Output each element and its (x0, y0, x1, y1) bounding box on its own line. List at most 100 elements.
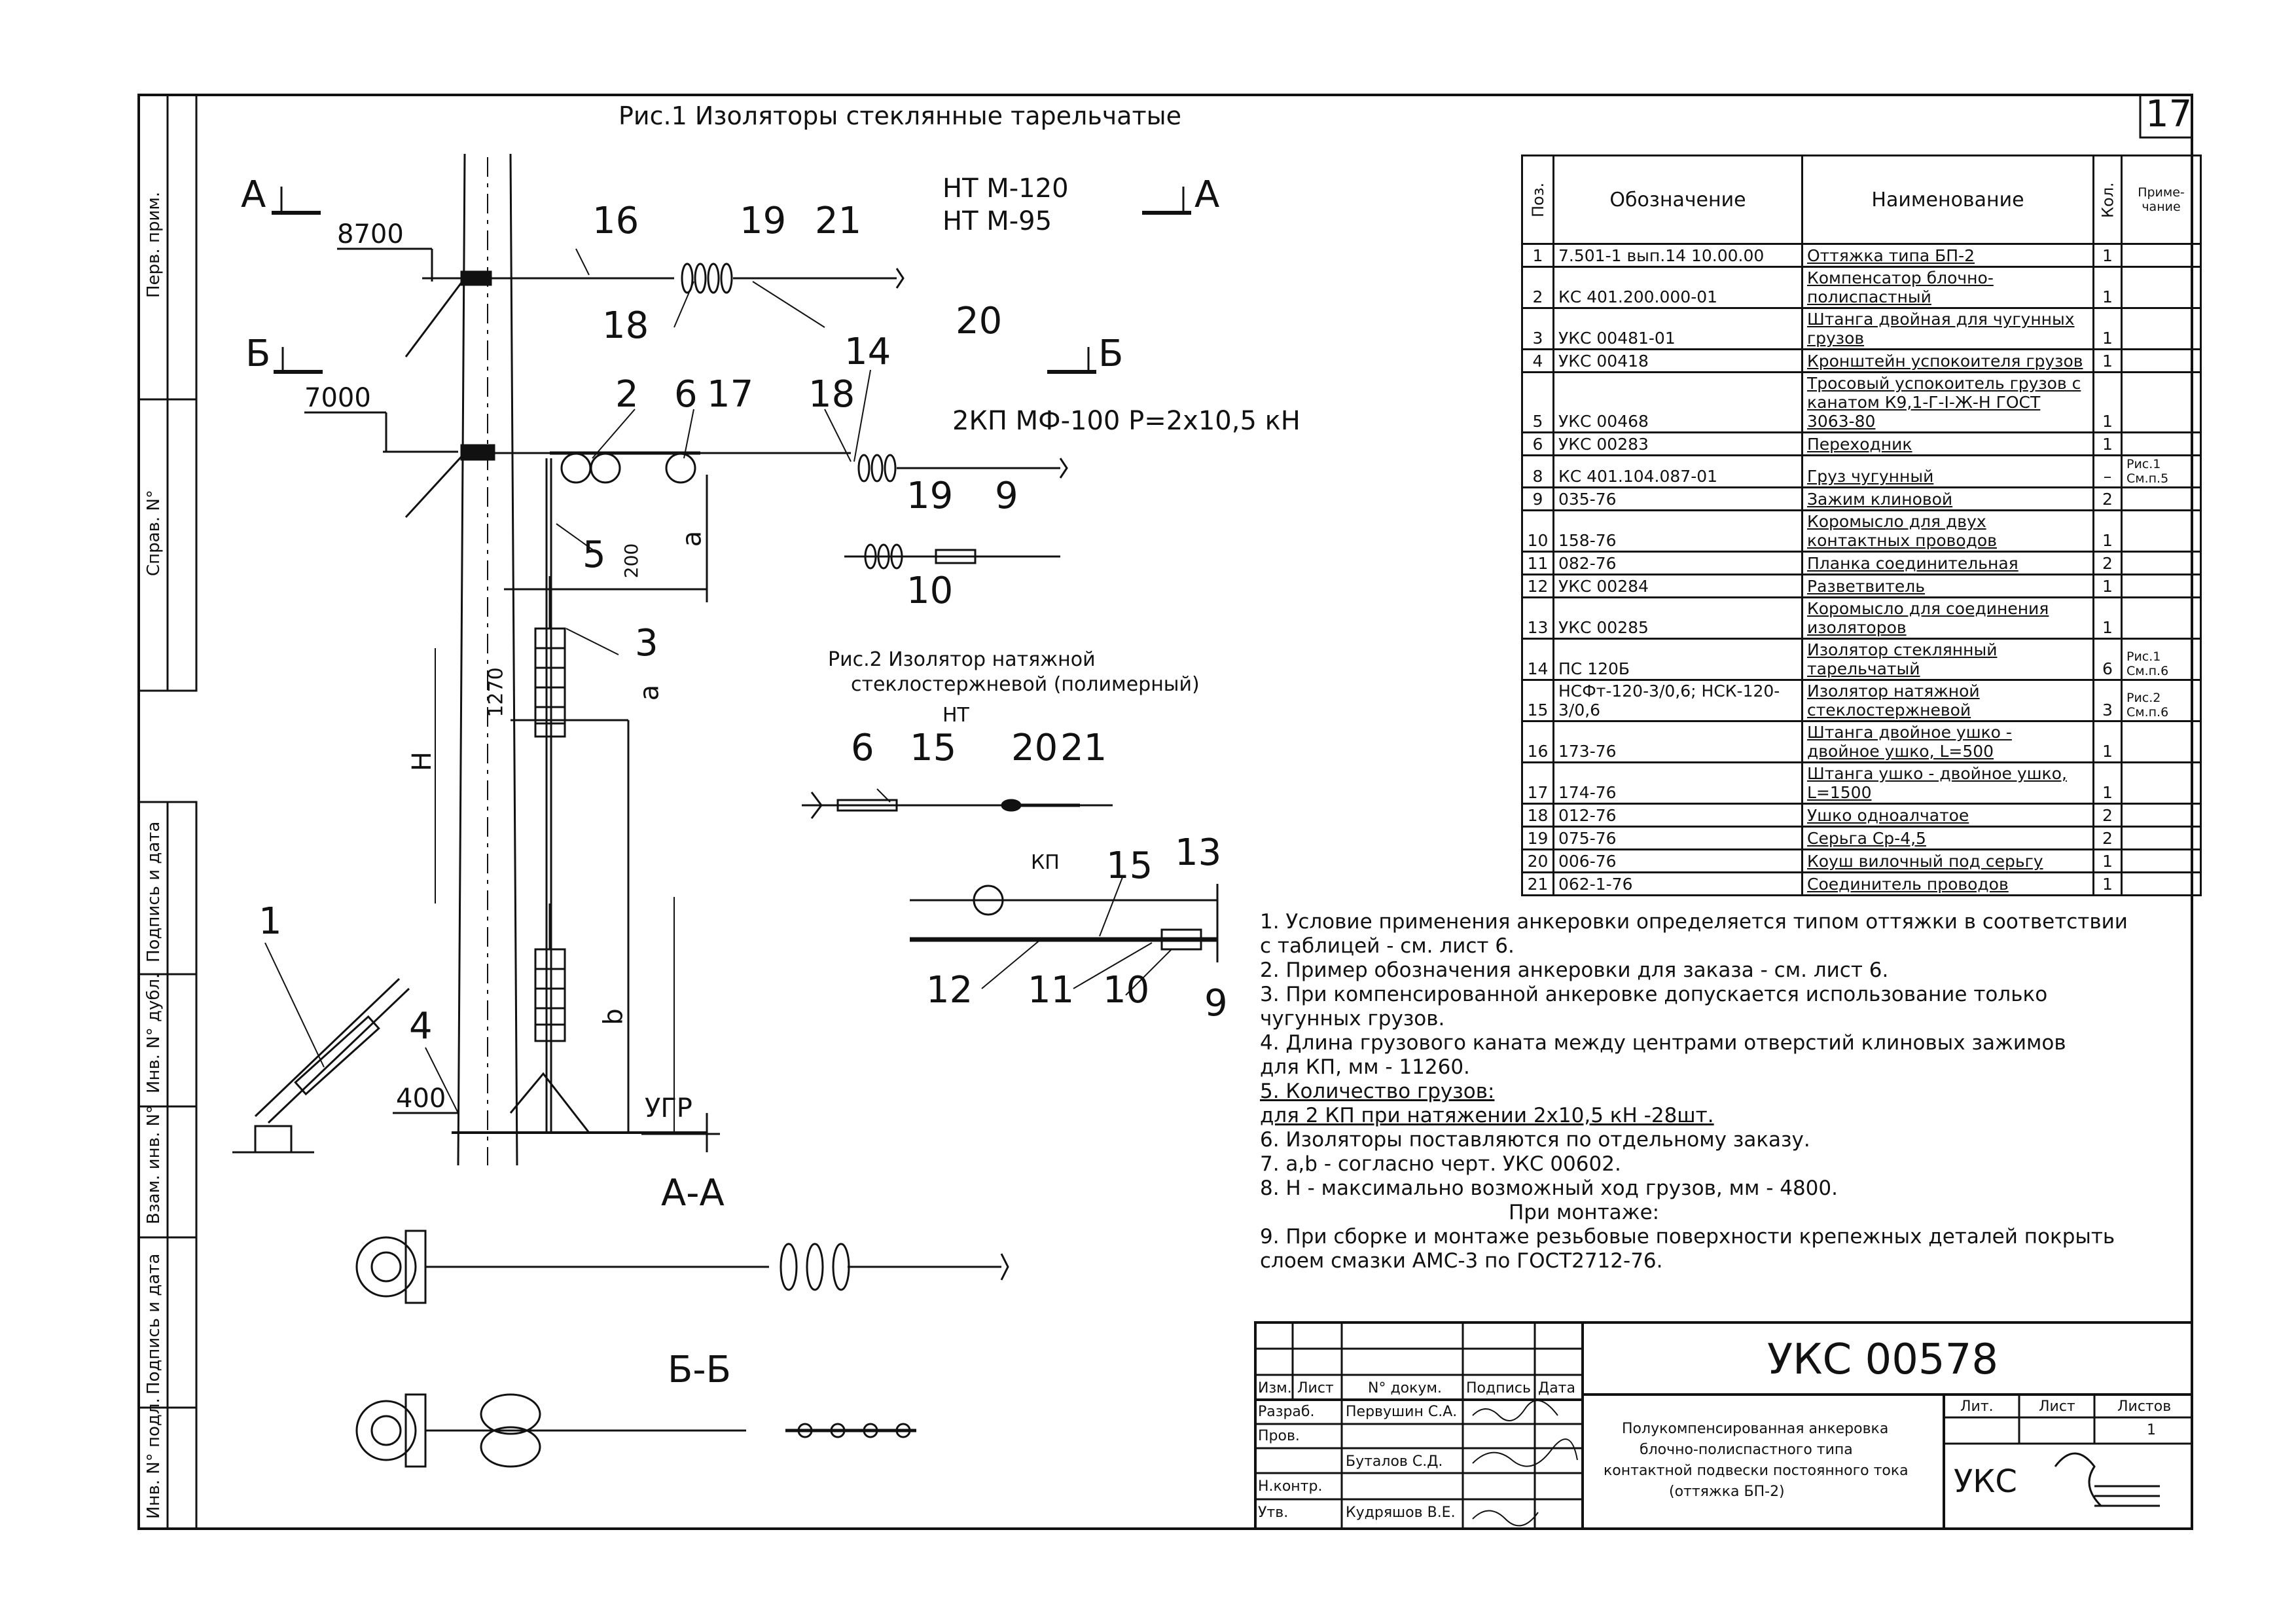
callout-11: 11 (1028, 969, 1075, 1012)
spec-cell-designation: КС 401.200.000-01 (1552, 266, 1803, 309)
tb-col-doc: N° докум. (1368, 1380, 1443, 1396)
spec-cell-designation: УКС 00284 (1552, 574, 1803, 598)
callout-12: 12 (926, 969, 973, 1012)
spec-cell-pos: 20 (1521, 848, 1554, 873)
spec-header-name: Наименование (1801, 155, 2094, 245)
spec-cell-qty: 6 (2092, 638, 2123, 681)
tb-sheets-value: 1 (2147, 1422, 2156, 1438)
spec-cell-designation: УКС 00283 (1552, 431, 1803, 456)
section-mark-b-right: Б (1098, 333, 1124, 375)
tb-sheets-header: Листов (2117, 1398, 2172, 1415)
note-line-heading: При монтаже: (1509, 1201, 1660, 1224)
callout-21: 21 (815, 200, 862, 242)
spec-cell-name: Ушко одноалчатое (1801, 803, 2094, 828)
side-label-perv-prim: Перв. прим. (144, 191, 164, 298)
spec-cell-note: Рис.2 См.п.6 (2121, 679, 2202, 722)
spec-cell-qty: 2 (2092, 551, 2123, 575)
section-mark-b-left: Б (245, 333, 271, 375)
callout-16: 16 (592, 200, 639, 242)
dimension-h: Н (407, 751, 438, 772)
spec-cell-designation: 075-76 (1552, 826, 1803, 850)
tb-col-date: Дата (1538, 1380, 1575, 1396)
note-line: 7. а,b - согласно черт. УКС 00602. (1260, 1152, 1621, 1176)
spec-cell-qty: 1 (2092, 871, 2123, 896)
specification-table: Поз. Обозначение Наименование Кол. Приме… (1521, 155, 2202, 896)
callout-6-fig2: 6 (851, 727, 874, 769)
spec-cell-designation: 174-76 (1552, 761, 1803, 805)
spec-cell-note (2121, 596, 2202, 640)
tb-sheet-header: Лист (2039, 1398, 2075, 1415)
callout-15-fig2: 15 (910, 727, 957, 769)
figure1-title: Рис.1 Изоляторы стеклянные тарельчатые (619, 101, 1181, 130)
fig2-kp-label: КП (1031, 851, 1060, 874)
ground-label: УГР (645, 1093, 692, 1123)
spec-cell-designation: 035-76 (1552, 486, 1803, 511)
spec-cell-qty: 2 (2092, 803, 2123, 828)
spec-cell-name: Штанга двойное ушко - двойное ушко, L=50… (1801, 720, 2094, 763)
insulator-type-1: НТ М-120 (942, 173, 1069, 204)
spec-cell-note (2121, 871, 2202, 896)
spec-cell-pos: 3 (1521, 307, 1554, 350)
spec-cell-name: Изолятор натяжной стеклостержневой (1801, 679, 2094, 722)
callout-20: 20 (956, 300, 1003, 342)
callout-3: 3 (635, 622, 658, 665)
callout-10-kp: 10 (1103, 969, 1150, 1012)
spec-cell-pos: 10 (1521, 509, 1554, 553)
spec-cell-designation: 7.501-1 вып.14 10.00.00 (1552, 243, 1803, 268)
spec-cell-qty: 2 (2092, 486, 2123, 511)
spec-cell-name: Разветвитель (1801, 574, 2094, 598)
spec-cell-pos: 14 (1521, 638, 1554, 681)
spec-cell-note (2121, 243, 2202, 268)
fig1-detail-insulator (844, 543, 1060, 570)
spec-cell-qty: 1 (2092, 509, 2123, 553)
spec-cell-note (2121, 266, 2202, 309)
spec-cell-qty: 1 (2092, 243, 2123, 268)
spec-cell-pos: 17 (1521, 761, 1554, 805)
spec-cell-note (2121, 307, 2202, 350)
spec-cell-qty: 1 (2092, 574, 2123, 598)
dimension-1270: 1270 (484, 667, 508, 718)
spec-cell-designation: НСФт-120-3/0,6; НСК-120-3/0,6 (1552, 679, 1803, 722)
spec-cell-designation: УКС 00481-01 (1552, 307, 1803, 350)
side-label-vzam-inv: Взам. инв. N° (144, 1105, 164, 1224)
side-label-sign-date-1: Подпись и дата (144, 821, 164, 962)
spec-cell-note (2121, 348, 2202, 373)
compensator-line (404, 444, 1068, 1133)
spec-cell-designation: 006-76 (1552, 848, 1803, 873)
callout-13: 13 (1175, 831, 1222, 874)
spec-cell-name: Кронштейн успокоителя грузов (1801, 348, 2094, 373)
spec-cell-designation: ПС 120Б (1552, 638, 1803, 681)
spec-cell-designation: КС 401.104.087-01 (1552, 454, 1803, 488)
dimension-a2: а (634, 684, 665, 701)
spec-cell-name: Груз чугунный (1801, 454, 2094, 488)
tb-role-2: Пров. (1258, 1428, 1300, 1444)
spec-cell-pos: 1 (1521, 243, 1554, 268)
sheet-number: 17 (2145, 93, 2193, 136)
callout-15-kp: 15 (1106, 845, 1153, 887)
spec-cell-note: Рис.1 См.п.5 (2121, 454, 2202, 488)
title-line-3: контактной подвески постоянного тока (1604, 1463, 1909, 1479)
callout-10: 10 (906, 570, 954, 612)
section-bb (355, 1393, 916, 1468)
section-aa (355, 1230, 1009, 1304)
section-mark-a-left: А (241, 173, 266, 216)
notes-block: 1. Условие применения анкеровки определя… (1260, 910, 2128, 1273)
spec-cell-note (2121, 720, 2202, 763)
weight-stack-upper (534, 576, 566, 738)
callout-4: 4 (409, 1005, 433, 1048)
section-mark-a-right: А (1194, 173, 1220, 216)
callout-14: 14 (844, 331, 891, 373)
spec-header-note: Приме-чание (2121, 155, 2202, 245)
note-line: 3. При компенсированной анкеровке допуск… (1260, 983, 2048, 1006)
drawing-number: УКС 00578 (1767, 1336, 1999, 1384)
callout-20-fig2: 20 (1011, 727, 1058, 769)
spec-cell-note (2121, 509, 2202, 553)
spec-cell-name: Штанга двойная для чугунных грузов (1801, 307, 2094, 350)
